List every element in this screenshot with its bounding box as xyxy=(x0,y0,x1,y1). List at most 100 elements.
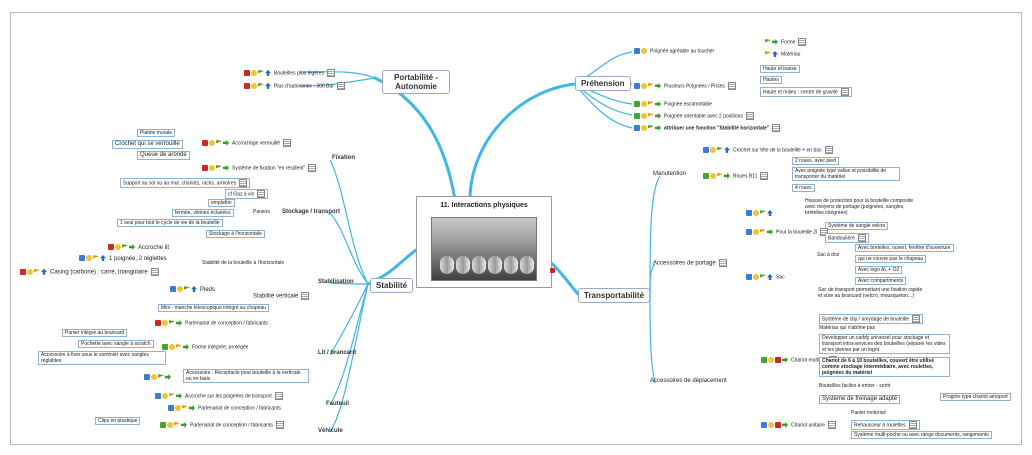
list-item[interactable]: Avec compartiments xyxy=(855,277,907,285)
group-portage[interactable]: Accessoires de portage xyxy=(653,259,727,267)
list-item[interactable]: Platine murale xyxy=(137,129,175,137)
list-item[interactable]: Paniers xyxy=(253,209,270,215)
list-item[interactable]: Système de clip / amydage de bouteille xyxy=(819,314,923,324)
list-item[interactable]: Accroche lit xyxy=(108,244,169,251)
list-item[interactable]: Sac de transport permettant une fixation… xyxy=(818,287,923,299)
list-item[interactable]: Panier intégré au brancard xyxy=(62,329,128,337)
list-item[interactable]: Haute et milieu : centre de gravité xyxy=(760,87,852,97)
list-item[interactable]: Panier motorisé xyxy=(851,410,887,416)
list-item[interactable]: Bouteilles faciles à entrer - sortir xyxy=(819,383,891,389)
group-vehicule[interactable]: Véhicule xyxy=(318,428,343,434)
list-item[interactable]: Avec logo AL + O2 xyxy=(855,266,903,274)
note-icon xyxy=(239,179,248,187)
list-item[interactable]: Queue de aronde xyxy=(137,151,190,160)
list-item[interactable]: Avec poignée type valise et possibilité … xyxy=(792,167,900,181)
list-item[interactable]: Rehausseur à roulettes xyxy=(851,420,920,430)
list-item[interactable]: Accroche sur les poignées de transport xyxy=(155,392,283,400)
list-item[interactable]: Stockage à l'horizontale xyxy=(206,230,265,238)
group-fauteuil[interactable]: Fauteuil xyxy=(326,401,350,407)
note-icon xyxy=(301,292,310,300)
list-item[interactable]: Crochet qui se verrouille xyxy=(112,140,183,149)
note-icon xyxy=(150,268,159,276)
list-item[interactable]: Pochette avec sangle à scratch xyxy=(78,340,154,348)
list-item[interactable]: Matériau qui n'abîme pas xyxy=(819,325,875,331)
list-item[interactable]: Bandoulière xyxy=(825,233,869,243)
link-portabilite xyxy=(373,76,457,202)
list-item[interactable]: Forme xyxy=(765,38,807,46)
list-item[interactable]: Accessoire à fixer sous le sommier avec … xyxy=(38,351,166,365)
list-item[interactable]: Système multi-poche ou avec range docume… xyxy=(851,431,992,439)
list-item[interactable]: fermée, vitrines éclairées xyxy=(172,209,234,217)
list-item[interactable]: Poignée agréable au toucher xyxy=(634,48,714,55)
link-prehension xyxy=(468,82,577,202)
topic-transportabilite[interactable]: Transportabilité xyxy=(578,288,651,303)
list-item[interactable]: Mini - manche télescopique intégré au ch… xyxy=(158,304,270,312)
central-image xyxy=(431,217,537,281)
list-item[interactable]: Support au sol ou au mur, chariots, rack… xyxy=(120,178,251,188)
note-icon xyxy=(308,164,317,172)
list-item[interactable]: Chariot unitaire xyxy=(761,421,836,429)
group-stockage[interactable]: Stockage / transport xyxy=(282,209,341,215)
list-item[interactable]: Stabilité de la bouteille à l'horizontal… xyxy=(202,260,285,266)
list-item[interactable]: Partenariat de conception / fabricants xyxy=(160,421,284,429)
list-item[interactable]: Système de fixation "en résident" xyxy=(202,164,317,172)
list-item[interactable]: Haute et basse xyxy=(760,65,800,73)
list-item[interactable]: Roues B11 xyxy=(703,172,769,180)
group-manutention[interactable]: Manutention xyxy=(653,171,687,177)
list-item[interactable]: 1 poignée, 2 réglettes xyxy=(79,255,167,262)
list-item[interactable]: Forme intégrée, protégée xyxy=(162,344,248,351)
central-topic[interactable]: 11. Interactions physiques xyxy=(416,196,552,288)
list-item[interactable]: attribuer une fonction "Stabilité horizo… xyxy=(634,124,781,132)
list-item[interactable]: 4 roues xyxy=(792,184,815,192)
topic-portabilite[interactable]: Portabilité - Autonomie xyxy=(382,70,450,94)
list-item[interactable]: Crochet sur tête de la bouteille + en ba… xyxy=(703,146,833,154)
link-transportabilite xyxy=(548,260,580,296)
list-item[interactable]: Poignée escamotable xyxy=(634,101,712,108)
list-item[interactable]: Clips en plastique xyxy=(95,417,141,425)
list-item[interactable]: Système de sangle velcro xyxy=(825,222,889,230)
list-item[interactable]: Plusieurs Poignées / Prises xyxy=(634,82,736,90)
link-icon[interactable] xyxy=(550,268,556,274)
group-fixation[interactable]: Fixation xyxy=(332,155,356,161)
list-item[interactable] xyxy=(746,210,776,217)
list-item[interactable]: Partenariat de conception / fabricants xyxy=(168,405,281,412)
list-item[interactable]: Stabilité verticale xyxy=(253,292,310,300)
list-item[interactable]: Progrès type chariot aéroport xyxy=(940,393,1011,401)
note-icon xyxy=(274,392,283,400)
list-item[interactable]: Casing (carbone) : carré, triangulaire xyxy=(20,268,159,276)
list-item[interactable]: Poignée orientable avec 2 positions xyxy=(634,112,754,120)
list-item[interactable]: qui ne couvre pas le chapeau xyxy=(855,255,927,263)
list-item[interactable]: cf Gaz à vin xyxy=(225,189,269,199)
list-item[interactable]: Partenariat de conception / fabricants xyxy=(155,320,268,327)
list-item[interactable]: Avec bretelles, ouvert, fenêtre d'ouvert… xyxy=(855,244,954,252)
list-item[interactable]: Sac à dos xyxy=(817,252,840,258)
note-icon xyxy=(840,88,849,96)
list-item[interactable]: 2 roues, avec pied xyxy=(792,157,839,165)
list-item[interactable]: Sac xyxy=(746,274,785,281)
note-icon xyxy=(760,172,769,180)
list-item[interactable]: Housse de protection pour la bouteille c… xyxy=(805,198,914,216)
topic-prehension[interactable]: Préhension xyxy=(575,76,631,91)
list-item[interactable]: 1 seul pour tout le cycle de vie de la b… xyxy=(117,219,223,227)
list-item[interactable] xyxy=(144,374,174,381)
list-item[interactable]: Développer un caddy universel pour stock… xyxy=(819,334,950,354)
note-icon xyxy=(798,38,807,46)
list-item[interactable]: Bouteilles plus légères xyxy=(244,69,336,77)
list-item[interactable]: Plus d'autonomie : 300 Bar xyxy=(244,82,345,90)
topic-stabilite[interactable]: Stabilité xyxy=(370,278,414,293)
list-item[interactable]: Pour la bouteille 2l xyxy=(746,228,829,236)
list-item[interactable]: Système de freinage adapté xyxy=(819,395,901,404)
list-item[interactable]: Matériau xyxy=(765,51,800,58)
list-item[interactable]: emplafon xyxy=(208,199,235,207)
group-lit[interactable]: Lit / brancard xyxy=(318,350,357,356)
note-icon xyxy=(327,69,336,77)
group-deplacement[interactable]: Accessoires de déplacement xyxy=(650,378,727,384)
list-item[interactable]: Hautes xyxy=(760,76,782,84)
group-stabilisation[interactable]: Stabilisation xyxy=(318,279,354,285)
list-item[interactable]: Pieds xyxy=(170,286,215,293)
list-item[interactable]: Accrochage verrouillé xyxy=(202,139,292,147)
list-item[interactable]: Chariot de 6 à 10 bouteilles, couvert êt… xyxy=(819,357,950,377)
list-item[interactable]: Accessoire : Réceptacle pour bouteille à… xyxy=(183,369,309,383)
